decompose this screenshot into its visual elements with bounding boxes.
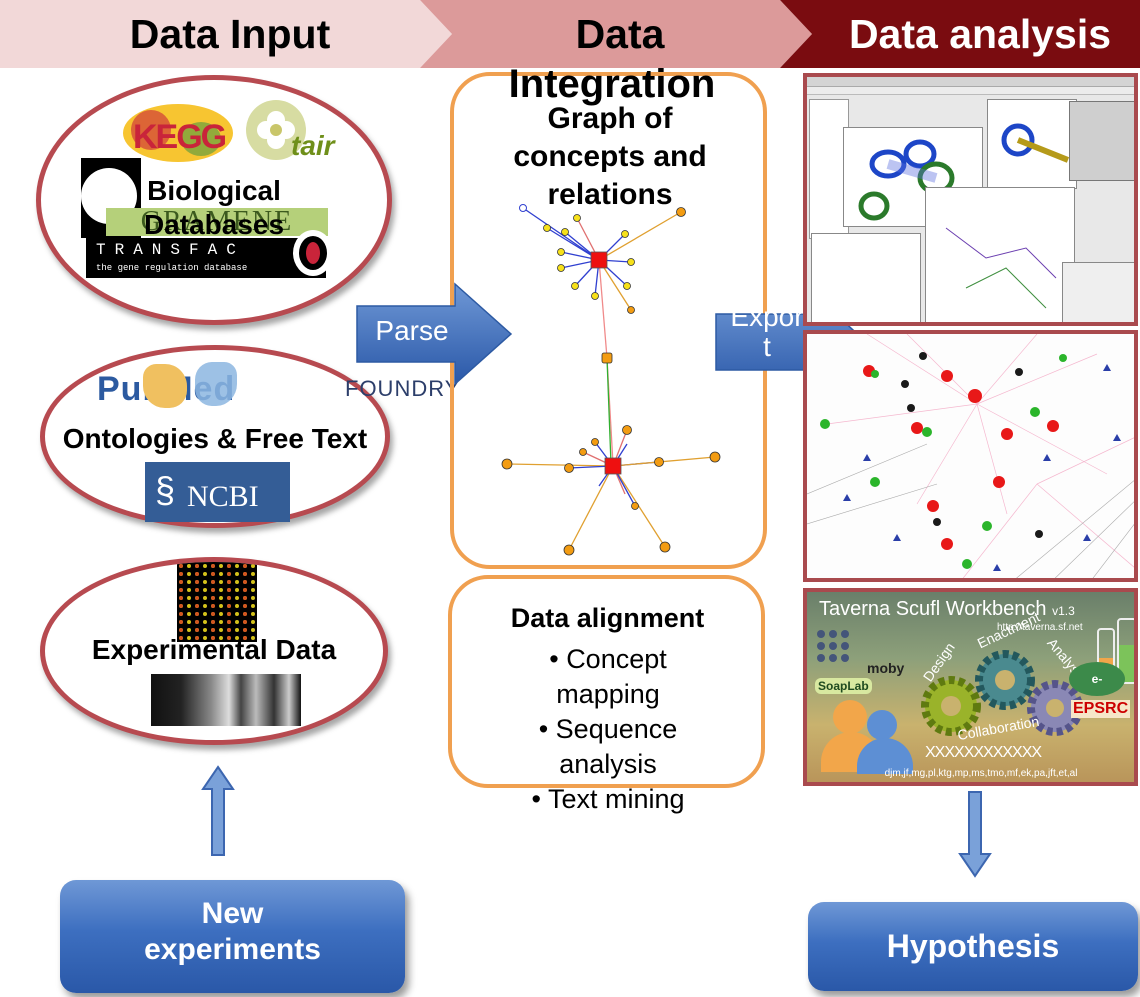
transfac-ring-icon [293, 230, 333, 276]
kegg-logo: KEGG [123, 104, 233, 162]
tair-logo-text: tair [291, 130, 335, 161]
hub-node-bottom [604, 457, 622, 475]
network-visualization-panel [803, 330, 1138, 582]
ncbi-logo: § NCBI [145, 462, 290, 522]
taverna-title: Taverna Scufl Workbench v1.3 [819, 598, 1075, 620]
biological-databases-ellipse: KEGG tair GRAMENE TRANSFAC the gene regu… [36, 75, 392, 325]
gramene-logo: GRAMENE [106, 208, 328, 236]
chevron-data-input [0, 0, 452, 68]
taverna-credits: djm,jf,mg,pl,ktg,mp,ms,tmo,mf,ek,pa,jft,… [884, 768, 1078, 779]
biological-databases-label: Biological Databases [143, 175, 285, 240]
foundry-logo: FOUNDRY [345, 376, 461, 401]
person-icon-2 [867, 710, 897, 740]
dots-logo-icon [817, 630, 849, 662]
microarray-image [177, 562, 257, 642]
dna-helix-icon: XXXXXXXXXXXX [925, 744, 1042, 761]
hub-node-top [590, 251, 608, 269]
graph-title: Graph of concepts and relations [513, 102, 707, 211]
gears-icon [921, 650, 1083, 736]
up-arrow-icon [201, 765, 235, 856]
network-plot [807, 334, 1134, 578]
microarray-spots [177, 562, 257, 642]
taverna-url: http://taverna.sf.net [997, 622, 1083, 633]
soaplab-badge: SoapLab [815, 678, 872, 694]
connector-node [601, 352, 613, 364]
visualization-software-panel [803, 73, 1138, 326]
integration-title: Integration [508, 62, 716, 106]
new-experiments-button[interactable]: New experiments [60, 880, 405, 993]
experimental-data-ellipse: Experimental Data [40, 557, 388, 745]
tair-flower-icon [246, 100, 306, 160]
person-icon [833, 700, 867, 734]
hypothesis-button[interactable]: Hypothesis [808, 902, 1138, 991]
gel-electrophoresis-image [151, 674, 301, 726]
parse-label: Parse [375, 315, 449, 346]
stage-label-data: Data [575, 11, 665, 57]
alignment-box [448, 575, 765, 788]
ncbi-helix-icon: § [155, 469, 176, 510]
stage-label-data-input: Data Input [129, 11, 331, 57]
concept-graph [501, 204, 721, 556]
data-alignment-title: Data alignment [510, 603, 705, 633]
stage-label-data-analysis: Data analysis [848, 11, 1112, 57]
export-label: Expor t [730, 301, 804, 362]
alignment-bullets: • Concept mapping • Sequence analysis • … [531, 644, 685, 814]
moby-badge: moby [867, 660, 905, 676]
taverna-workbench-panel: Taverna Scufl Workbench v1.3 http://tave… [803, 588, 1138, 786]
header-chevrons [0, 0, 1140, 68]
transfac-logo: TRANSFAC the gene regulation database [86, 238, 326, 278]
pubmed-puzzle-icon [143, 364, 187, 408]
ontologies-ellipse: PubMed FOUNDRY Ontologies & Free Text § … [40, 345, 459, 528]
chevron-data-integration [420, 0, 812, 68]
ontologies-label: Ontologies & Free Text [62, 423, 368, 454]
stage-header: Data Input Data Data analysis [0, 0, 1140, 68]
flask-icon-2 [1117, 618, 1134, 684]
epsrc-badge: EPSRC [1071, 700, 1131, 718]
down-arrow-icon [958, 791, 992, 878]
experimental-data-label: Experimental Data [91, 634, 337, 665]
chevron-data-analysis [780, 0, 1140, 68]
e-science-badge: e-Science [1069, 662, 1125, 720]
parse-arrow [356, 282, 513, 386]
